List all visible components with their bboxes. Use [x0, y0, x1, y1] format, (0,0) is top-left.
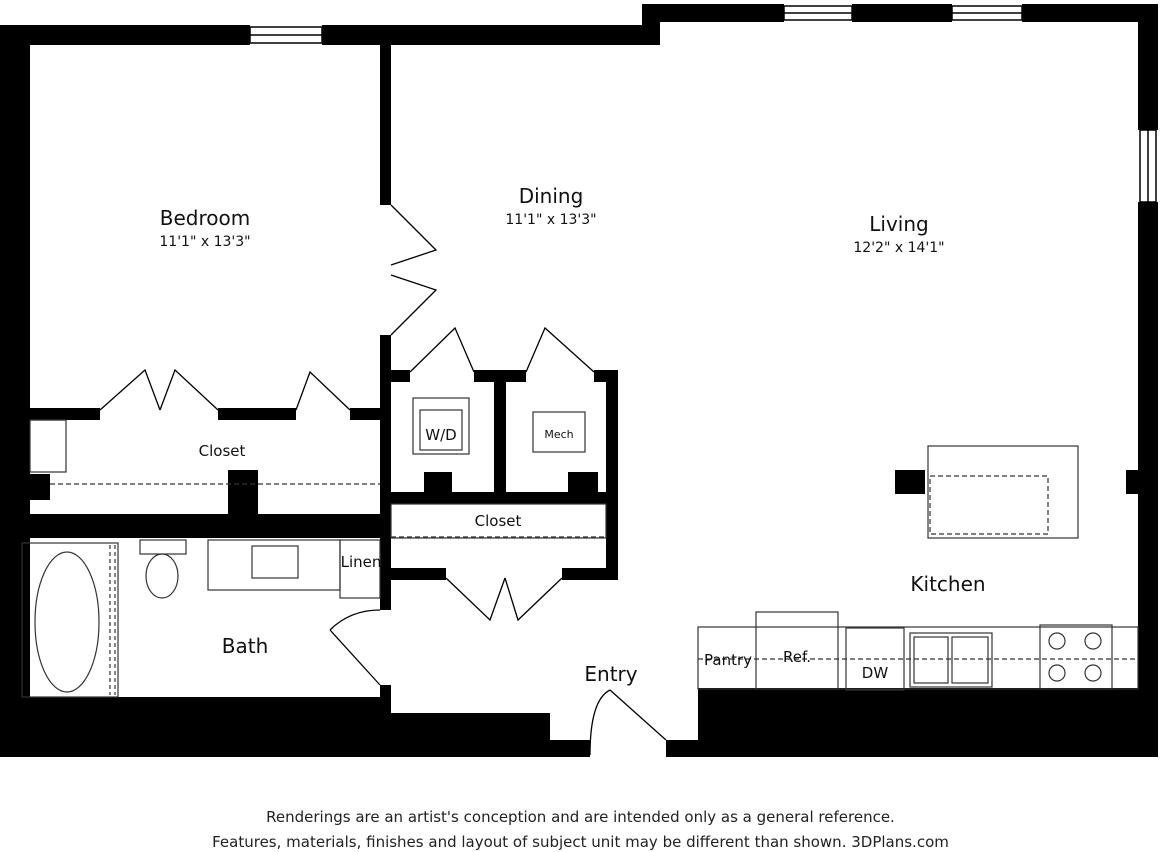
bedroom-closet-label: Closet [198, 442, 246, 460]
linen-label: Linen [340, 553, 382, 571]
bedroom-label: Bedroom [159, 206, 251, 230]
disclaimer-line-1: Renderings are an artist's conception an… [266, 808, 895, 826]
washer-dryer-label: W/D [425, 426, 457, 444]
pantry-label: Pantry [704, 651, 752, 669]
dining-dims: 11'1" x 13'3" [505, 212, 597, 228]
fixtures [21, 397, 1139, 698]
living-label: Living [869, 212, 929, 236]
mech-label: Mech [544, 428, 574, 441]
hall-closet-label: Closet [474, 512, 522, 530]
dishwasher-label: DW [861, 664, 889, 682]
doors [99, 204, 667, 756]
interior-walls [28, 40, 1140, 715]
living-dims: 12'2" x 14'1" [853, 240, 945, 256]
refrigerator-label: Ref. [783, 648, 811, 666]
bedroom-dims: 11'1" x 13'3" [159, 234, 251, 250]
bath-label: Bath [221, 634, 269, 658]
windows [249, 5, 1157, 203]
entry-label: Entry [584, 662, 638, 686]
dining-label: Dining [518, 184, 584, 208]
exterior-walls [0, 4, 1158, 757]
disclaimer-line-2: Features, materials, finishes and layout… [212, 833, 949, 851]
kitchen-label: Kitchen [910, 572, 986, 596]
